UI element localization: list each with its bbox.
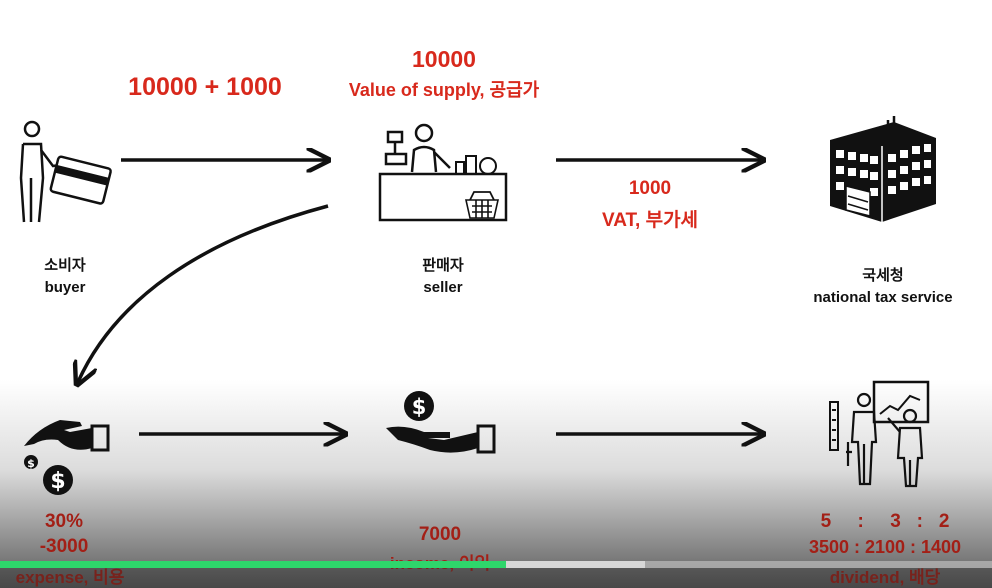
expense-hand-coins-icon: $ $ [24,420,110,495]
video-controls-bar [0,568,992,588]
expense-label: expense, 비용 [15,568,125,587]
buyer-label-kr: 소비자 [44,257,86,274]
income-hand-coin-icon: $ [386,391,496,454]
government-building-icon [830,116,936,222]
dividend-label: dividend, 배당 [829,568,941,587]
presentation-people-icon [829,380,930,488]
expense-percent: 30% [44,511,84,532]
seller-label-kr: 판매자 [422,257,464,274]
svg-text:$: $ [412,395,427,419]
income-value: 7000 [418,524,462,545]
arrow-seller-to-expense [78,204,329,382]
supply-label: Value of supply, 공급가 [348,80,540,100]
buyer-card-icon [19,120,112,223]
transaction-amount: 10000 + 1000 [128,73,282,101]
video-played-bar [0,561,506,568]
svg-text:$: $ [27,457,35,470]
seller-label-en: seller [423,279,463,296]
supply-value: 10000 [412,46,476,72]
expense-value: -3000 [39,536,89,557]
cashier-icon [378,123,508,222]
tax-service-label-kr: 국세청 [862,267,904,284]
vat-value: 1000 [628,178,672,199]
svg-text:$: $ [50,469,65,494]
buyer-label-en: buyer [44,279,86,296]
dividend-values: 3500 : 2100 : 1400 [808,537,962,557]
vat-label: VAT, 부가세 [601,210,699,231]
dividend-ratio: 5 : 3 : 2 [820,511,950,532]
video-progress-bar[interactable] [0,561,992,568]
tax-service-label-en: national tax service [813,289,953,306]
